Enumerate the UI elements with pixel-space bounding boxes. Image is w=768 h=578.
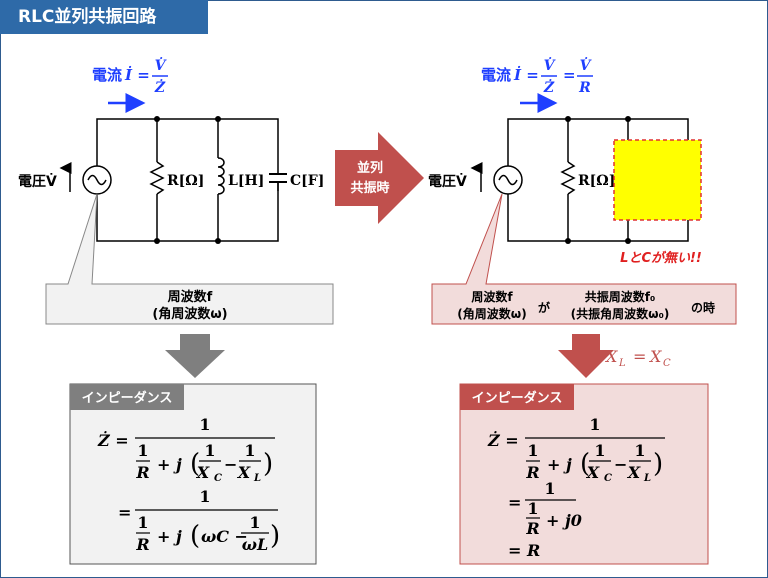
svg-text:1: 1	[137, 441, 148, 460]
svg-text:1: 1	[204, 441, 215, 460]
svg-text:(: (	[190, 521, 200, 551]
svg-text:の時: の時	[691, 300, 715, 315]
svg-text:ωC −: ωC −	[201, 527, 248, 546]
right-down-arrow	[558, 334, 614, 378]
svg-text:1: 1	[544, 479, 555, 498]
svg-text:1: 1	[589, 415, 600, 434]
svg-text:Ż: Ż	[543, 77, 555, 96]
right-callout-f0: 共振周波数f₀	[585, 289, 655, 304]
svg-text:−: −	[224, 455, 237, 474]
svg-text:1: 1	[244, 441, 255, 460]
svg-text:C: C	[663, 358, 671, 369]
svg-text:+ j: + j	[157, 455, 182, 474]
svg-text:R: R	[525, 519, 539, 538]
svg-text:X: X	[604, 347, 618, 366]
left-down-arrow	[165, 334, 225, 378]
svg-text:が: が	[538, 300, 550, 315]
right-current-label: 電流	[481, 66, 511, 84]
svg-text:V̇: V̇	[580, 56, 593, 74]
svg-text:=: =	[633, 347, 646, 366]
svg-text:1: 1	[249, 513, 260, 532]
right-circuit: 電流 İ = V̇ Ż = V̇ R 電圧V̇ R[Ω] LとCが無い!!	[428, 56, 702, 266]
svg-text:X: X	[648, 347, 662, 366]
right-resistor-icon	[560, 161, 576, 195]
left-circuit: 電流 İ = V̇ Ż 電圧V̇ R[Ω] L[H] C[F]	[18, 56, 324, 244]
no-lc-note: LとCが無い!!	[620, 250, 702, 266]
svg-text:=: =	[508, 493, 521, 512]
right-impedance-box: インピーダンス Ż = 1 1 R + j ( 1 X C − 1 X L ) …	[459, 383, 709, 565]
svg-text:V̇: V̇	[544, 56, 557, 74]
svg-text:(: (	[190, 449, 200, 479]
left-r-label: R[Ω]	[167, 173, 204, 189]
left-current-num: V̇	[155, 56, 168, 74]
svg-text:L: L	[253, 473, 261, 484]
svg-text:ωL: ωL	[242, 535, 268, 554]
svg-text:−: −	[614, 455, 627, 474]
svg-text:1: 1	[199, 415, 210, 434]
svg-text:+ j: + j	[157, 527, 182, 546]
right-callout: 周波数f (角周波数ω) が 共振周波数f₀ (共振角周波数ω₀) の時	[431, 193, 737, 325]
resonance-condition: X L = X C	[604, 347, 671, 369]
svg-text:1: 1	[527, 441, 538, 460]
svg-text:(: (	[580, 449, 590, 479]
arrow-line1: 並列	[357, 160, 383, 176]
right-current-eq: İ =	[513, 65, 539, 84]
svg-text:1: 1	[594, 441, 605, 460]
right-r-label: R[Ω]	[578, 173, 615, 189]
left-impedance-box: インピーダンス Ż = 1 1 R + j ( 1 X C − 1 X L ) …	[69, 383, 317, 565]
right-impedance-title: インピーダンス	[472, 390, 563, 406]
right-callout-freq: 周波数f	[471, 289, 513, 304]
left-callout-omega: (角周波数ω)	[152, 306, 227, 322]
svg-text:R: R	[578, 80, 591, 96]
arrow-line2: 共振時	[350, 180, 389, 196]
right-eq3: = R	[508, 541, 540, 560]
svg-text:R: R	[135, 535, 149, 554]
svg-text:L: L	[618, 358, 626, 369]
left-voltage-label: 電圧V̇	[18, 173, 57, 190]
svg-text:1: 1	[137, 513, 148, 532]
svg-text:Ż =: Ż =	[487, 430, 519, 450]
left-l-label: L[H]	[228, 173, 264, 189]
left-current-den: Ż	[154, 77, 166, 96]
svg-text:X: X	[237, 463, 251, 482]
left-callout-freq: 周波数f	[168, 289, 213, 305]
page-title: RLC並列共振回路	[0, 0, 208, 34]
left-current-label: 電流	[92, 66, 122, 84]
left-impedance-title: インピーダンス	[82, 390, 173, 406]
lc-cancel-box	[613, 139, 702, 221]
left-callout: 周波数f (角周波数ω)	[45, 193, 334, 325]
svg-text:R: R	[135, 463, 149, 482]
left-c-label: C[F]	[290, 173, 324, 189]
svg-text:): )	[263, 449, 273, 479]
svg-text:X: X	[586, 463, 600, 482]
right-callout-omega: (角周波数ω)	[457, 306, 526, 321]
svg-text:X: X	[627, 463, 641, 482]
left-eq2-lhs: =	[118, 503, 131, 522]
left-eq1-lhs: Ż =	[97, 430, 129, 450]
svg-text:C: C	[214, 473, 222, 484]
resonance-arrow: 並列 共振時	[335, 132, 424, 224]
svg-text:C: C	[604, 473, 612, 484]
svg-text:+ j: + j	[547, 455, 572, 474]
svg-text:): )	[270, 521, 280, 551]
resistor-icon	[149, 161, 165, 195]
svg-text:): )	[653, 449, 663, 479]
svg-text:1: 1	[199, 487, 210, 506]
right-voltage-label: 電圧V̇	[428, 173, 467, 190]
svg-text:1: 1	[527, 499, 538, 518]
svg-text:L: L	[643, 473, 651, 484]
inductor-icon	[217, 157, 225, 195]
svg-text:R: R	[525, 463, 539, 482]
svg-text:+ j0: + j0	[546, 511, 582, 530]
left-current-eq: İ =	[124, 65, 150, 84]
right-callout-omega0: (共振角周波数ω₀)	[571, 306, 670, 321]
svg-text:1: 1	[634, 441, 645, 460]
svg-text:=: =	[563, 66, 576, 84]
svg-text:X: X	[196, 463, 210, 482]
